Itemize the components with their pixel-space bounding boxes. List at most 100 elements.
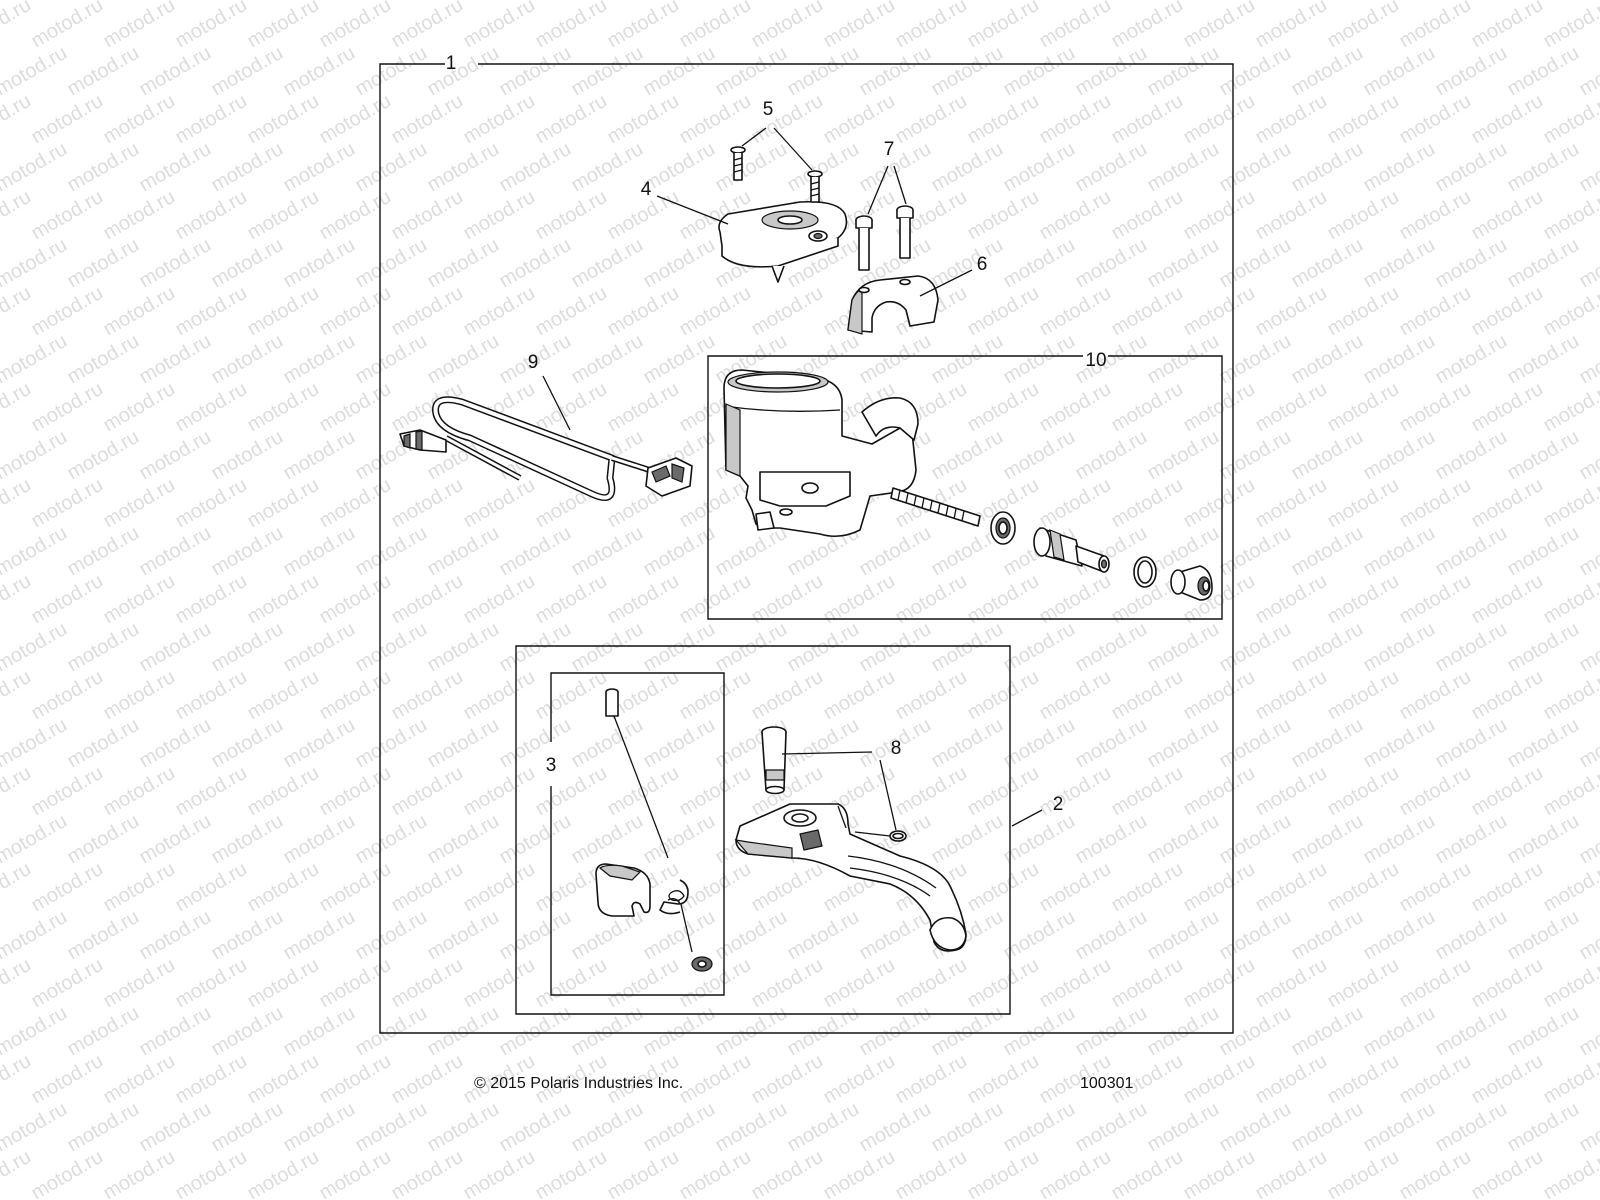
watermark-text: motod.ru — [316, 858, 395, 917]
watermark-text: motod.ru — [1468, 378, 1547, 437]
watermark-text: motod.ru — [1360, 1002, 1439, 1061]
watermark-text: motod.ru — [532, 186, 611, 245]
watermark-text: motod.ru — [352, 138, 431, 197]
watermark-text: motod.ru — [208, 618, 287, 677]
watermark-text: motod.ru — [856, 522, 935, 581]
piston-part[interactable] — [1033, 527, 1110, 573]
watermark-text: motod.ru — [0, 618, 71, 677]
master-cylinder-body-part[interactable] — [723, 369, 919, 538]
watermark-text: motod.ru — [820, 666, 899, 725]
leader-lines — [542, 127, 1043, 837]
watermark-text: motod.ru — [352, 810, 431, 869]
watermark-text: motod.ru — [136, 1002, 215, 1061]
watermark-text: motod.ru — [388, 762, 467, 821]
watermark-text: motod.ru — [1180, 282, 1259, 341]
watermark-text: motod.ru — [172, 0, 251, 52]
lever-spring-part[interactable] — [659, 879, 689, 915]
watermark-text: motod.ru — [496, 1002, 575, 1061]
watermark-text: motod.ru — [640, 618, 719, 677]
lever-clip-part[interactable] — [889, 830, 907, 842]
watermark-text: motod.ru — [64, 330, 143, 389]
watermark-text: motod.ru — [64, 714, 143, 773]
watermark-text: motod.ru — [1216, 522, 1295, 581]
clamp-bolt-part[interactable] — [855, 205, 914, 271]
lever-cover-part[interactable] — [595, 863, 651, 917]
watermark-text: motod.ru — [1396, 282, 1475, 341]
watermark-text: motod.ru — [1216, 714, 1295, 773]
watermark-text: motod.ru — [244, 0, 323, 52]
watermark-text: motod.ru — [1468, 0, 1547, 52]
watermark-text: motod.ru — [1576, 0, 1600, 4]
brake-switch-harness-part[interactable] — [399, 396, 693, 501]
watermark-text: motod.ru — [424, 522, 503, 581]
watermark-text: motod.ru — [1144, 330, 1223, 389]
cover-screw-part[interactable] — [807, 170, 823, 203]
watermark-text: motod.ru — [676, 762, 755, 821]
watermark-text: motod.ru — [316, 666, 395, 725]
watermark-text: motod.ru — [1252, 186, 1331, 245]
watermark-text: motod.ru — [568, 330, 647, 389]
watermark-text: motod.ru — [64, 42, 143, 101]
watermark-text: motod.ru — [1108, 186, 1187, 245]
watermark-text: motod.ru — [892, 666, 971, 725]
watermark-text: motod.ru — [568, 138, 647, 197]
handlebar-clamp-part[interactable] — [847, 275, 939, 335]
adjuster-pin-part[interactable] — [605, 688, 693, 953]
watermark-text: motod.ru — [0, 714, 71, 773]
watermark-text: motod.ru — [568, 810, 647, 869]
watermark-text: motod.ru — [532, 762, 611, 821]
watermark-text: motod.ru — [1468, 282, 1547, 341]
watermark-text: motod.ru — [1000, 1002, 1079, 1061]
watermark-text: motod.ru — [0, 138, 71, 197]
watermark-text: motod.ru — [892, 1146, 971, 1200]
watermark-text: motod.ru — [964, 0, 1043, 52]
watermark-text: motod.ru — [388, 474, 467, 533]
lever-washer-part[interactable] — [691, 956, 713, 972]
callout-labels: 1 5 7 4 6 9 10 8 3 2 — [446, 53, 1107, 815]
watermark-text: motod.ru — [1036, 858, 1115, 917]
watermark-text: motod.ru — [1540, 1146, 1600, 1200]
lever-pivot-pin-part[interactable] — [761, 726, 787, 795]
assembly-frame-1 — [379, 63, 1234, 1034]
o-ring-part[interactable] — [1133, 556, 1157, 588]
watermark-text: motod.ru — [1360, 714, 1439, 773]
watermark-text: motod.ru — [1108, 0, 1187, 52]
watermark-text: motod.ru — [1144, 618, 1223, 677]
watermark-text: motod.ru — [1108, 954, 1187, 1013]
watermark-text: motod.ru — [1036, 474, 1115, 533]
watermark-text: motod.ru — [244, 1146, 323, 1200]
watermark-text: motod.ru — [208, 330, 287, 389]
watermark-text: motod.ru — [1360, 426, 1439, 485]
pushrod-part[interactable] — [890, 487, 981, 527]
watermark-text: motod.ru — [1216, 618, 1295, 677]
watermark-text: motod.ru — [1288, 1002, 1367, 1061]
watermark-text: motod.ru — [316, 282, 395, 341]
watermark-text: motod.ru — [640, 1098, 719, 1157]
watermark-text: motod.ru — [244, 282, 323, 341]
brake-lever-part[interactable] — [734, 803, 967, 952]
watermark-text: motod.ru — [28, 666, 107, 725]
watermark-text: motod.ru — [1180, 90, 1259, 149]
watermark-text: motod.ru — [172, 90, 251, 149]
piston-seal-part[interactable] — [990, 511, 1016, 545]
watermark-text: motod.ru — [28, 378, 107, 437]
watermark-text: motod.ru — [100, 1146, 179, 1200]
watermark-text: motod.ru — [460, 1146, 539, 1200]
watermark-text: motod.ru — [1072, 426, 1151, 485]
watermark-text: motod.ru — [424, 906, 503, 965]
watermark-text: motod.ru — [1504, 234, 1583, 293]
watermark-text: motod.ru — [1252, 762, 1331, 821]
watermark-text: motod.ru — [100, 474, 179, 533]
watermark-text: motod.ru — [532, 666, 611, 725]
cover-screw-part[interactable] — [730, 146, 746, 181]
watermark-text: motod.ru — [244, 474, 323, 533]
callout-9: 9 — [528, 352, 539, 373]
callout-1: 1 — [446, 53, 457, 74]
watermark-text: motod.ru — [1468, 1050, 1547, 1109]
reservoir-cover-part[interactable] — [718, 200, 848, 283]
watermark-text: motod.ru — [64, 234, 143, 293]
watermark-text: motod.ru — [424, 1098, 503, 1157]
watermark-text: motod.ru — [1324, 570, 1403, 629]
boot-seal-part[interactable] — [1170, 565, 1213, 601]
watermark-text: motod.ru — [1576, 906, 1600, 965]
